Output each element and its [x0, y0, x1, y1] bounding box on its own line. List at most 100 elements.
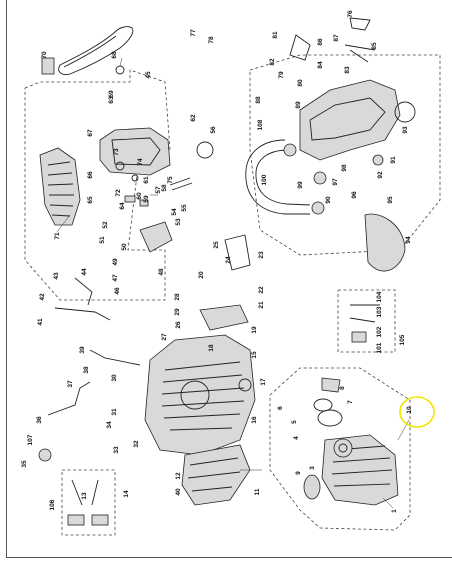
callout-91: 91 — [390, 156, 397, 164]
cap-93 — [394, 101, 416, 123]
callout-61: 61 — [143, 176, 150, 184]
chain-brake-handle — [39, 147, 81, 226]
washer-60 — [131, 174, 139, 182]
callout-47: 47 — [112, 274, 119, 282]
callout-69: 69 — [108, 90, 115, 98]
callout-89: 89 — [295, 101, 302, 109]
highlight-circle-10 — [399, 396, 435, 428]
callout-27: 27 — [161, 333, 168, 341]
oil-tag-70 — [41, 57, 55, 75]
callout-52: 52 — [102, 221, 109, 229]
callout-50: 50 — [121, 243, 128, 251]
starter-pulley-hub — [338, 443, 348, 453]
callout-71: 71 — [54, 232, 61, 240]
starter-pulley-3 — [333, 438, 353, 458]
bushing-26 — [283, 143, 297, 157]
air-filter-cover-94 — [364, 213, 406, 272]
callout-32: 32 — [133, 440, 140, 448]
callout-103: 103 — [376, 306, 383, 317]
spring-66 — [115, 161, 125, 171]
callout-99: 99 — [297, 181, 304, 189]
callout-31: 31 — [111, 408, 118, 416]
callout-51: 51 — [99, 236, 106, 244]
plate-59 — [139, 199, 149, 207]
callout-58: 58 — [161, 184, 168, 192]
callout-10: 10 — [406, 406, 413, 414]
callout-15: 15 — [251, 351, 258, 359]
callout-67: 67 — [87, 129, 94, 137]
chain-sprocket-56 — [196, 141, 214, 159]
washer-5 — [313, 398, 333, 412]
callout-96: 96 — [351, 191, 358, 199]
callout-29: 29 — [174, 308, 181, 316]
callout-28: 28 — [174, 293, 181, 301]
callout-64: 64 — [119, 202, 126, 210]
rear-handle-detail — [309, 97, 386, 141]
callout-24: 24 — [225, 256, 232, 264]
callout-66: 66 — [87, 171, 94, 179]
clip-13b — [91, 514, 109, 526]
callout-60: 60 — [136, 192, 143, 200]
callout-90: 90 — [325, 196, 332, 204]
chain-brake-grip-lines — [47, 161, 74, 217]
callout-102: 102 — [376, 326, 383, 337]
trigger-82 — [289, 34, 311, 61]
callout-86: 86 — [317, 38, 324, 46]
callout-93: 93 — [402, 126, 409, 134]
callout-12: 12 — [175, 472, 182, 480]
callout-13: 13 — [81, 492, 88, 500]
rear-handle — [299, 79, 401, 161]
callout-21: 21 — [258, 301, 265, 309]
rod-41 — [54, 307, 111, 321]
leader-71 — [56, 214, 71, 233]
linkage-86 — [344, 44, 376, 63]
callout-79: 79 — [278, 71, 285, 79]
callout-25: 25 — [213, 241, 220, 249]
front-handle-bar-inner — [255, 149, 311, 206]
bushing-27 — [311, 201, 325, 215]
callout-59: 59 — [143, 195, 150, 203]
callout-22: 22 — [258, 286, 265, 294]
callout-8: 8 — [339, 386, 346, 390]
callout-57: 57 — [155, 186, 162, 194]
bracket-44 — [74, 277, 93, 306]
callout-26: 26 — [175, 321, 182, 329]
callout-37: 37 — [67, 380, 74, 388]
callout-84: 84 — [317, 61, 324, 69]
callout-75: 75 — [167, 176, 174, 184]
callout-76: 76 — [347, 10, 354, 18]
front-handle-bar-100 — [245, 139, 310, 215]
callout-3: 3 — [309, 466, 316, 470]
callout-94: 94 — [405, 236, 412, 244]
callout-45: 45 — [145, 71, 152, 79]
callout-43: 43 — [53, 272, 60, 280]
callout-80: 80 — [297, 79, 304, 87]
callout-40: 40 — [175, 488, 182, 496]
bushing-99 — [313, 171, 327, 185]
callout-82: 82 — [269, 58, 276, 66]
bushing-92 — [372, 154, 384, 166]
callout-108: 108 — [257, 119, 264, 130]
callout-14: 14 — [123, 490, 130, 498]
callout-92: 92 — [377, 171, 384, 179]
callout-107: 107 — [27, 434, 34, 445]
callout-5: 5 — [291, 420, 298, 424]
callout-70: 70 — [41, 51, 48, 59]
callout-74: 74 — [137, 158, 144, 166]
cable-39 — [89, 349, 141, 366]
recoil-spring-4 — [317, 409, 343, 427]
callout-1: 1 — [391, 509, 398, 513]
callout-6: 6 — [277, 406, 284, 410]
frame-left-border — [6, 0, 7, 557]
callout-46: 46 — [114, 287, 121, 295]
callout-73: 73 — [113, 148, 120, 156]
callout-18: 18 — [208, 344, 215, 352]
callout-77: 77 — [190, 29, 197, 37]
tools-103-104 — [349, 304, 380, 323]
throttle-rod-24 — [224, 234, 251, 271]
crankcase-fins — [161, 361, 245, 431]
callout-101: 101 — [376, 342, 383, 353]
tension-spring-54 — [169, 177, 193, 191]
